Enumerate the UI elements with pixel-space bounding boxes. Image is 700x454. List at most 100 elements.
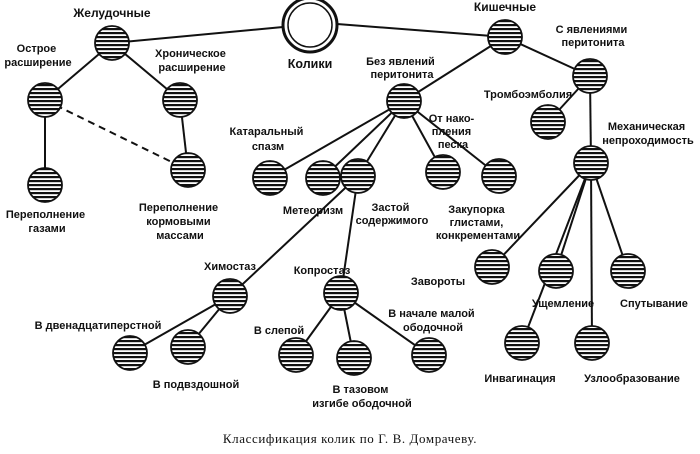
label-strangulation: Ущемление: [532, 298, 594, 310]
node-small-colon: [411, 337, 447, 373]
label-thromboembolism: Тромбоэмболия: [484, 89, 572, 101]
node-acute-dilation: [27, 82, 63, 118]
label-catarrhal-spasm: Катаральный спазм: [230, 126, 307, 153]
node-intestinal: [487, 19, 523, 55]
label-gas-overfill-line1: Переполнение: [6, 209, 85, 221]
node-with-peritonitis: [572, 58, 608, 94]
label-small-colon-line1: В начале малой: [388, 308, 474, 320]
node-coprostasis: [323, 275, 359, 311]
label-mechanical-line1: Механическая: [608, 121, 685, 133]
node-blockage: [425, 154, 461, 190]
label-gas-overfill: Переполнение газами: [6, 209, 88, 235]
label-cecum: В слепой: [254, 325, 304, 337]
label-without-peritonitis-line2: перитонита: [370, 69, 434, 81]
node-chronic-dilation: [162, 82, 198, 118]
edge-without-sand: [403, 100, 500, 177]
node-cecum: [278, 337, 314, 373]
label-chymostasis: Химостаз: [204, 261, 256, 273]
label-small-colon: В начале малой ободочной: [388, 308, 478, 334]
label-stasis-line1: Застой: [372, 202, 410, 214]
node-duodenum: [112, 335, 148, 371]
label-without-peritonitis-line1: Без явлений: [366, 56, 435, 68]
edge-chymo-duodenum: [129, 295, 231, 354]
label-stasis-line2: содержимого: [356, 215, 429, 227]
node-without-peritonitis: [386, 83, 422, 119]
label-chronic-dilation: Хроническое расширение: [155, 48, 229, 74]
label-catarrhal-line2: спазм: [252, 141, 284, 153]
label-blockage-line1: Закупорка: [448, 204, 505, 216]
node-catarrhal-spasm: [252, 160, 288, 196]
label-pelvic-flexure: В тазовом изгибе ободочной: [312, 384, 412, 410]
node-mechanical-obstruction: [573, 145, 609, 181]
label-feed-overfill: Переполнение кормовыми массами: [139, 202, 221, 242]
edge-without-meteorism: [322, 100, 405, 179]
node-meteorism: [305, 160, 341, 196]
edge-root-gastric: [111, 26, 284, 44]
node-entanglement: [610, 253, 646, 289]
label-duodenum: В двенадцатиперстной: [35, 320, 162, 332]
node-invagination: [504, 325, 540, 361]
edge-stasis-chymo: [229, 175, 359, 297]
node-pelvic-flexure: [336, 340, 372, 376]
edge-stasis-copro: [340, 175, 359, 294]
label-feed-overfill-line1: Переполнение: [139, 202, 218, 214]
label-catarrhal-line1: Катаральный: [230, 126, 304, 138]
label-acute-dilation-line2: расширение: [4, 57, 71, 69]
label-blockage-line2: глистами,: [450, 217, 504, 229]
label-feed-overfill-line3: массами: [156, 230, 204, 242]
label-acute-dilation-line1: Острое: [17, 43, 57, 55]
label-chronic-dilation-line1: Хроническое: [155, 48, 226, 60]
label-meteorism: Метеоризм: [283, 205, 343, 217]
node-strangulation: [538, 253, 574, 289]
root-inner-circle: [287, 2, 333, 48]
edge-root-intestinal: [336, 23, 506, 38]
label-acute-dilation: Острое расширение: [4, 43, 71, 69]
node-volvulus: [474, 249, 510, 285]
edge-without-catarrhal: [269, 100, 405, 179]
label-sand: От нако- пления песка: [429, 113, 478, 151]
label-without-peritonitis: Без явлений перитонита: [366, 56, 438, 81]
label-with-peritonitis: С явлениями перитонита: [556, 24, 631, 49]
edge-mech-knotting: [590, 162, 593, 344]
label-pelvic-line1: В тазовом: [333, 384, 389, 396]
figure-caption: Классификация колик по Г. В. Домрачеву.: [223, 431, 477, 446]
label-invagination: Инвагинация: [484, 373, 555, 385]
label-gas-overfill-line2: газами: [28, 223, 65, 235]
edge-mech-volvulus: [491, 162, 592, 268]
node-gas-overfill: [27, 167, 63, 203]
label-mechanical-obstruction: Механическая непроходимость: [602, 121, 694, 147]
edge-intestinal-without: [403, 36, 506, 102]
node-stasis: [340, 158, 376, 194]
edge-mech-entanglement: [590, 162, 629, 272]
node-chymostasis: [212, 278, 248, 314]
edge-copro-smallcolon: [340, 292, 430, 356]
label-sand-line3: песка: [438, 139, 469, 151]
label-with-peritonitis-line1: С явлениями: [556, 24, 628, 36]
label-coprostasis: Копростаз: [294, 265, 351, 277]
label-root: Колики: [288, 57, 333, 71]
label-blockage-line3: конкрементами: [436, 230, 520, 242]
label-with-peritonitis-line2: перитонита: [561, 37, 625, 49]
node-feed-overfill: [170, 152, 206, 188]
label-pelvic-line2: изгибе ободочной: [312, 398, 412, 410]
label-blockage: Закупорка глистами, конкрементами: [436, 204, 520, 242]
label-chronic-dilation-line2: расширение: [158, 62, 225, 74]
node-knotting: [574, 325, 610, 361]
node-thromboembolism: [530, 104, 566, 140]
label-stasis: Застой содержимого: [356, 202, 429, 227]
node-gastric: [94, 25, 130, 61]
node-ileum: [170, 329, 206, 365]
label-mechanical-line2: непроходимость: [602, 135, 694, 147]
label-ileum: В подвздошной: [153, 379, 239, 391]
label-entanglement: Спутывание: [620, 298, 688, 310]
label-knotting: Узлообразование: [584, 373, 680, 385]
label-feed-overfill-line2: кормовыми: [146, 216, 210, 228]
label-intestinal: Кишечные: [474, 0, 537, 14]
nodes: [27, 19, 646, 376]
label-small-colon-line2: ободочной: [403, 322, 463, 334]
label-sand-line1: От нако-: [429, 113, 475, 125]
label-volvulus: Завороты: [411, 276, 465, 288]
root-node-koliki: [281, 0, 339, 54]
label-gastric: Желудочные: [72, 6, 150, 20]
